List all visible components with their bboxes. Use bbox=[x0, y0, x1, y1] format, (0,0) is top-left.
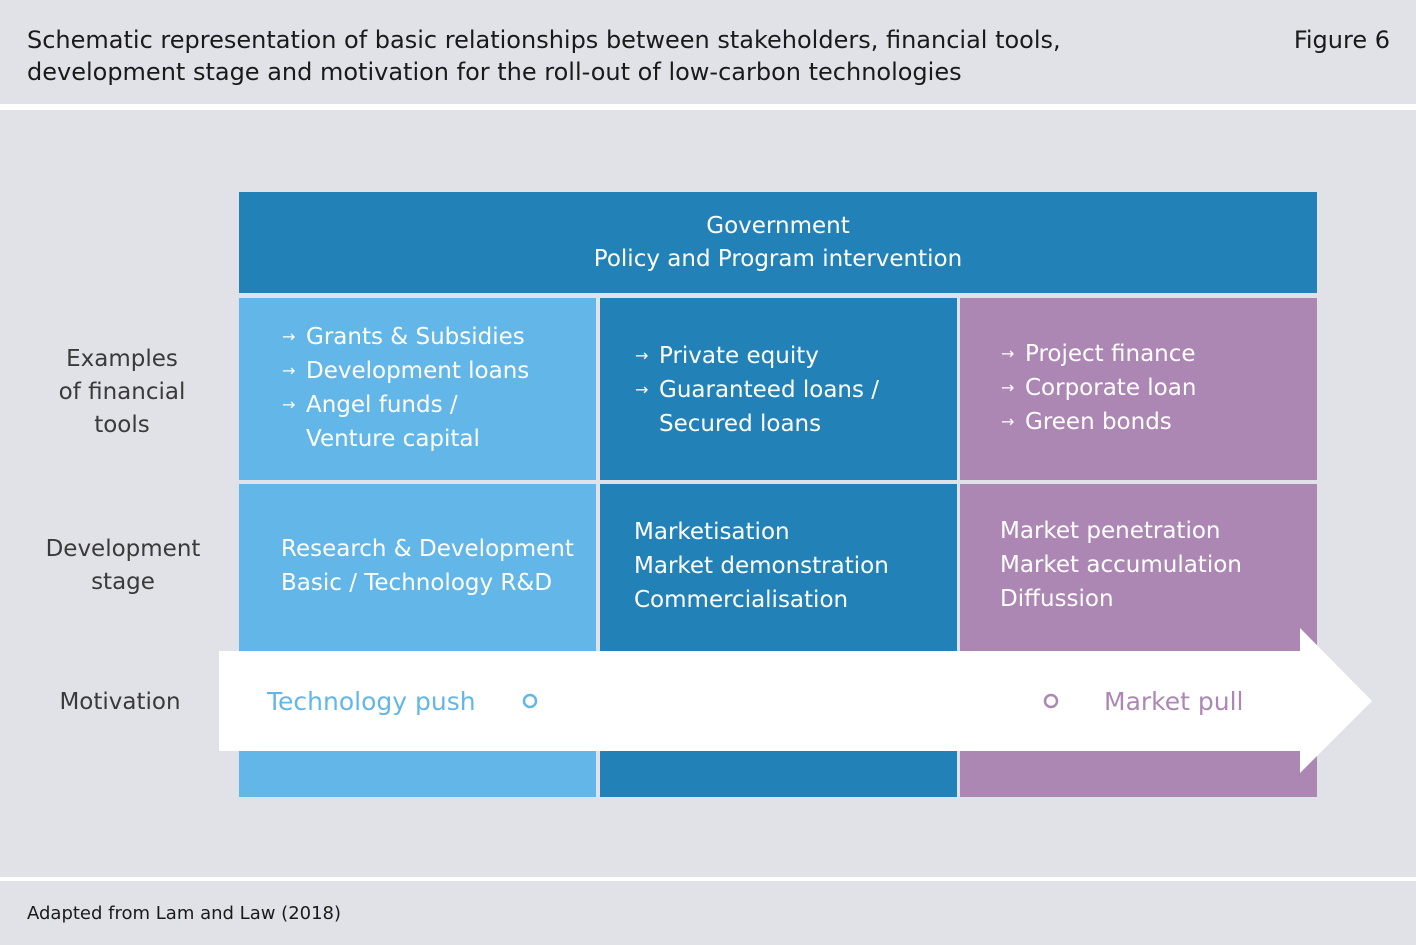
financial-tool-item: Corporate loan bbox=[1001, 371, 1196, 405]
row-divider bbox=[239, 480, 1317, 484]
figure-title-line-1: Schematic representation of basic relati… bbox=[27, 26, 1061, 54]
source-note: Adapted from Lam and Law (2018) bbox=[27, 903, 342, 924]
financial-tool-item: Development loans bbox=[282, 354, 529, 388]
figure-title: Schematic representation of basic relati… bbox=[27, 24, 1187, 88]
financial-tool-item: Project finance bbox=[1001, 337, 1196, 371]
financial-tool-item: Guaranteed loans / bbox=[635, 373, 879, 407]
financial-tool-item: Green bonds bbox=[1001, 405, 1196, 439]
row-label-development-stage: Development stage bbox=[23, 533, 223, 599]
row-label-line: stage bbox=[91, 569, 155, 595]
development-stage-item: Marketisation bbox=[634, 519, 790, 545]
financial-tools-cell-2: Private equity Guaranteed loans / Secure… bbox=[635, 339, 879, 441]
figure-title-line-2: development stage and motivation for the… bbox=[27, 58, 962, 86]
market-pull-label: Market pull bbox=[1104, 687, 1244, 716]
row-label-line: tools bbox=[94, 412, 150, 438]
row-label-line: of financial bbox=[58, 379, 186, 405]
financial-tool-item-continued: Venture capital bbox=[306, 426, 480, 452]
development-stage-item: Market accumulation bbox=[1000, 552, 1242, 578]
development-stage-item: Market penetration bbox=[1000, 518, 1221, 544]
financial-tool-item: Private equity bbox=[635, 339, 879, 373]
footer-band bbox=[0, 881, 1416, 945]
figure-number: Figure 6 bbox=[1293, 26, 1390, 54]
development-stage-item: Diffussion bbox=[1000, 586, 1114, 612]
development-stage-item: Basic / Technology R&D bbox=[281, 570, 553, 596]
development-stage-cell-3: Market penetration Market accumulation D… bbox=[1000, 514, 1242, 616]
development-stage-item: Research & Development bbox=[281, 536, 574, 562]
pull-endpoint-dot bbox=[1043, 693, 1059, 709]
motivation-arrow bbox=[219, 628, 1372, 773]
technology-push-label: Technology push bbox=[267, 687, 476, 716]
financial-tool-item-continued: Secured loans bbox=[659, 411, 822, 437]
financial-tool-item: Grants & Subsidies bbox=[282, 320, 529, 354]
government-title: Government bbox=[706, 212, 850, 239]
row-label-line: Development bbox=[45, 536, 201, 562]
government-block: Government Policy and Program interventi… bbox=[239, 192, 1317, 293]
development-stage-cell-1: Research & Development Basic / Technolog… bbox=[281, 532, 574, 600]
development-stage-item: Market demonstration bbox=[634, 553, 889, 579]
row-label-motivation: Motivation bbox=[59, 689, 181, 715]
development-stage-cell-2: Marketisation Market demonstration Comme… bbox=[634, 515, 889, 617]
financial-tools-cell-3: Project finance Corporate loan Green bon… bbox=[1001, 337, 1196, 439]
push-endpoint-dot bbox=[522, 693, 538, 709]
row-label-line: Examples bbox=[66, 346, 178, 372]
row-label-financial-tools: Examples of financial tools bbox=[22, 343, 222, 442]
financial-tool-item: Angel funds / bbox=[282, 388, 529, 422]
development-stage-item: Commercialisation bbox=[634, 587, 849, 613]
financial-tools-cell-1: Grants & Subsidies Development loans Ang… bbox=[282, 320, 529, 456]
government-subtitle: Policy and Program intervention bbox=[593, 245, 963, 272]
header-band bbox=[0, 0, 1416, 104]
